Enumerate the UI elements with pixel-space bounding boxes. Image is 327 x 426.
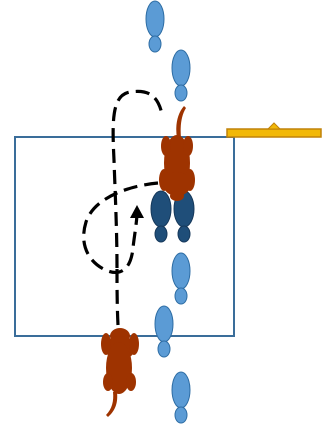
arrow-up-icon bbox=[130, 205, 144, 218]
dog-silhouette-icon bbox=[101, 328, 139, 417]
dog-silhouette-icon bbox=[159, 106, 195, 201]
footprint-icon bbox=[145, 0, 165, 53]
dashed-path bbox=[82, 89, 164, 326]
footprint-icon bbox=[154, 305, 174, 358]
footprint-icon bbox=[171, 252, 191, 305]
enclosure-box bbox=[14, 136, 235, 337]
lever-icon bbox=[226, 122, 322, 138]
footprint-icon bbox=[150, 190, 172, 243]
footprint-icon bbox=[171, 371, 191, 424]
footprint-icon bbox=[171, 49, 191, 102]
